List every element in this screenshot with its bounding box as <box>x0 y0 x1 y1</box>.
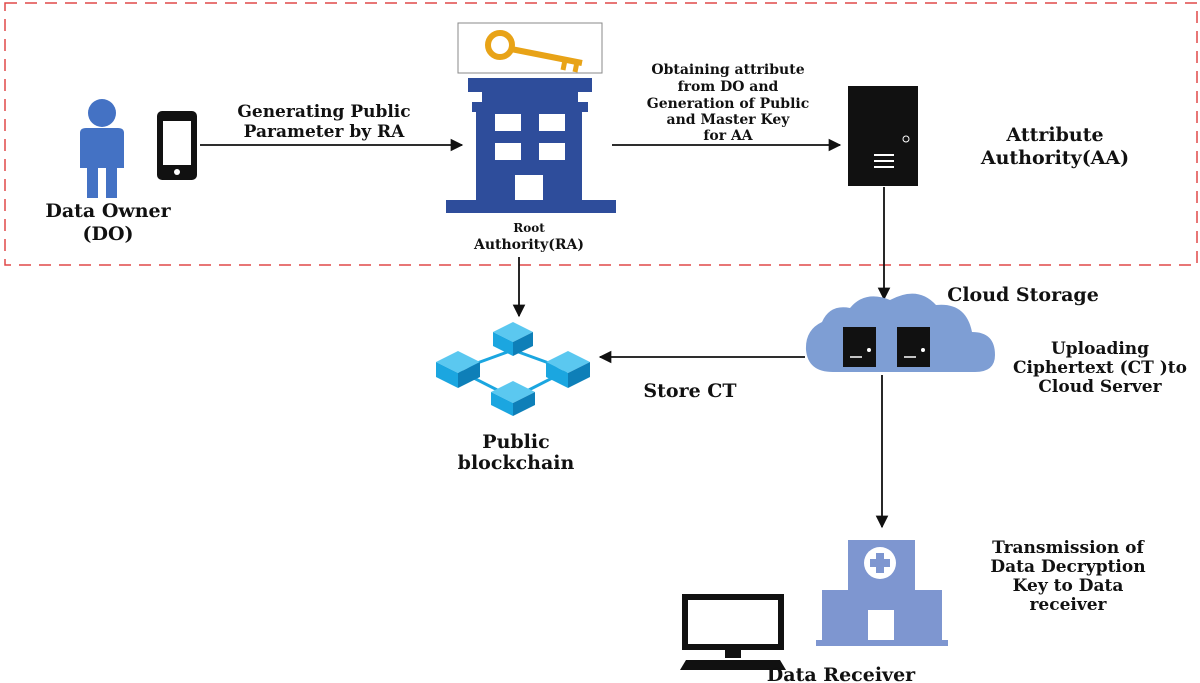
desktop-computer-icon <box>680 594 786 670</box>
data-owner-label-1: Data Owner <box>45 200 171 222</box>
trusted-zone-border <box>4 2 1198 266</box>
smartphone-icon <box>157 111 197 180</box>
aa-to-cloud-label-2: Ciphertext (CT )to <box>1013 358 1187 378</box>
ra-to-aa-label-2: from DO and <box>678 79 779 95</box>
cloud-to-receiver-label-4: receiver <box>1029 595 1107 615</box>
key-icon <box>457 22 603 74</box>
ra-to-aa-label-3: Generation of Public <box>647 96 809 112</box>
root-authority-label-1: Root <box>513 221 545 235</box>
hospital-icon <box>816 540 948 646</box>
cloud-to-blockchain-label: Store CT <box>643 380 736 402</box>
person-icon <box>80 99 124 198</box>
ra-to-aa-label-1: Obtaining attribute <box>651 62 804 78</box>
public-blockchain-label-2: blockchain <box>458 452 575 474</box>
data-owner-label-2: (DO) <box>82 223 133 245</box>
attribute-authority-label-2: Authority(AA) <box>980 147 1129 169</box>
attribute-authority-label-1: Attribute <box>1005 124 1103 146</box>
aa-to-cloud-label-3: Cloud Server <box>1038 377 1162 397</box>
ra-to-aa-label-5: for AA <box>703 128 753 144</box>
aa-to-cloud-label-1: Uploading <box>1051 339 1149 359</box>
data-receiver-label: Data Receiver <box>767 664 916 683</box>
public-blockchain-label-1: Public <box>482 431 549 453</box>
building-icon <box>446 78 616 213</box>
cloud-server-icon <box>805 293 995 372</box>
do-to-ra-label-1: Generating Public <box>237 102 410 122</box>
root-authority-label-2: Authority(RA) <box>473 237 584 253</box>
server-tower-icon <box>848 86 918 186</box>
cloud-to-receiver-label-3: Key to Data <box>1013 576 1124 596</box>
cloud-to-receiver-label-2: Data Decryption <box>990 557 1145 577</box>
blockchain-cubes-icon <box>436 322 590 416</box>
cloud-storage-title: Cloud Storage <box>947 284 1099 306</box>
cloud-to-receiver-label-1: Transmission of <box>992 538 1145 558</box>
ra-to-aa-label-4: and Master Key <box>667 112 791 128</box>
do-to-ra-label-2: Parameter by RA <box>244 122 405 142</box>
